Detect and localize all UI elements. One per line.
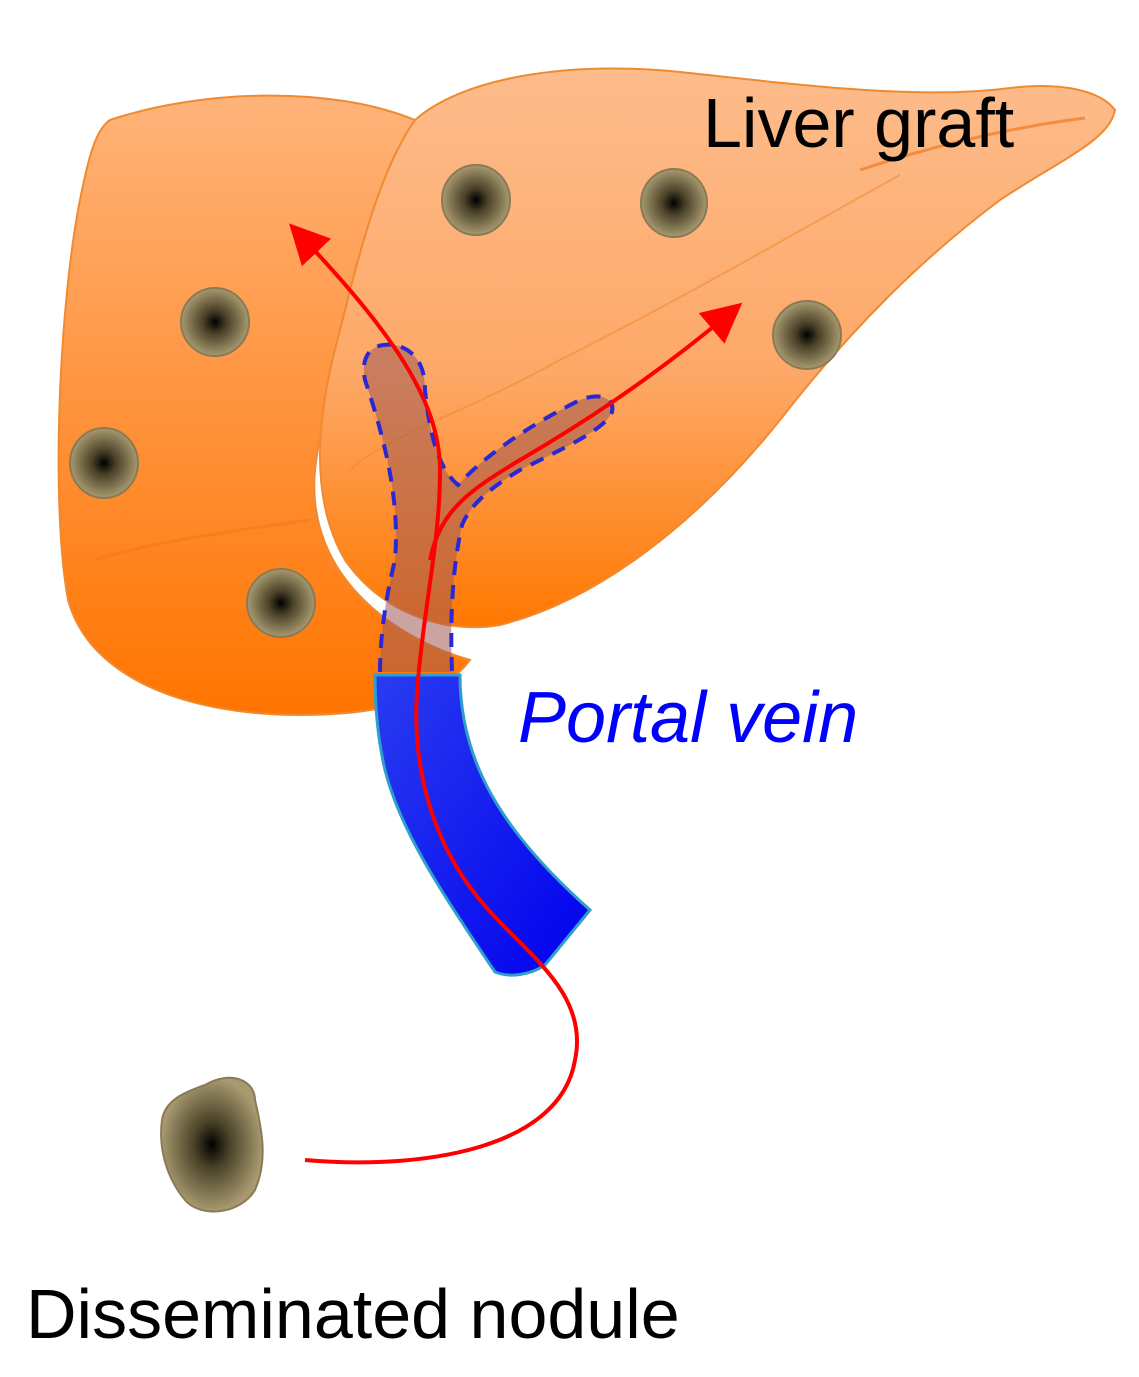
tumor-nodule-icon (640, 168, 708, 238)
portal-vein-label: Portal vein (518, 678, 858, 758)
portal-branch-outline (361, 342, 615, 673)
disseminated-nodule-label: Disseminated nodule (26, 1275, 680, 1353)
tumor-nodule-icon (246, 568, 316, 638)
tumor-nodule-icon (69, 427, 139, 499)
tumor-flow-line (288, 223, 579, 1165)
liver-fissure-line (859, 116, 1086, 172)
tumor-nodule-icon (441, 164, 511, 236)
tumor-nodule-icon (180, 287, 250, 357)
disseminated-nodule-icon (160, 1076, 264, 1213)
liver-graft-label: Liver graft (703, 84, 1014, 162)
tumor-nodule-icon (772, 300, 842, 370)
portal-vein (373, 673, 593, 977)
portal-branch-shading (363, 344, 613, 672)
liver-fissure-line (94, 518, 311, 562)
tumor-flow-branch (428, 302, 743, 561)
liver-right-lobe (319, 67, 1117, 629)
